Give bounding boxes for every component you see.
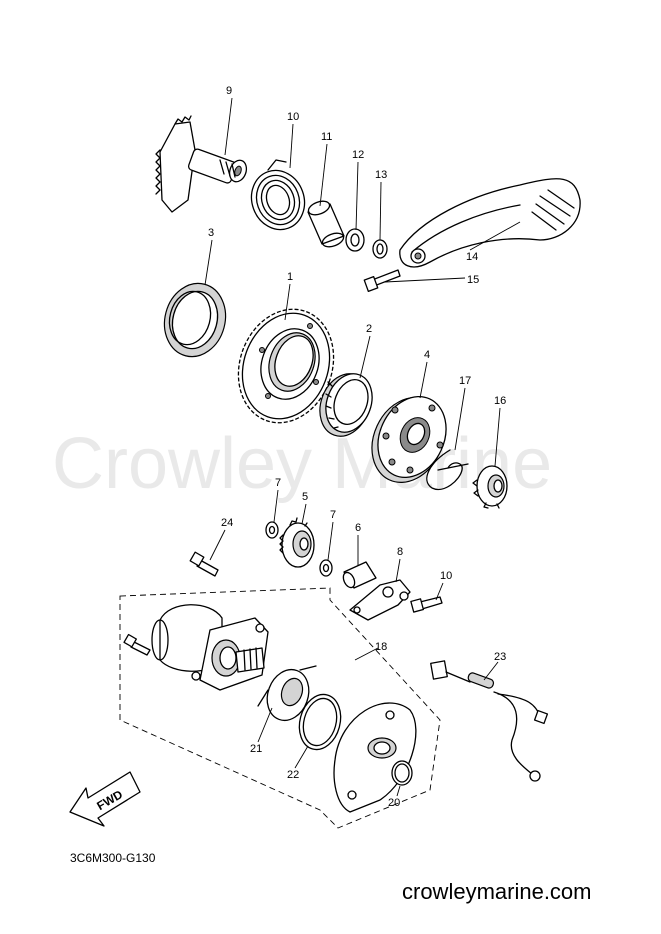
part-9-bolt — [410, 596, 443, 613]
part-19-assembly-boundary — [119, 587, 441, 829]
part-22-o-ring — [298, 693, 342, 751]
part-7-washer-left — [265, 521, 279, 539]
callout-6: 6 — [355, 522, 361, 534]
callout-7a: 7 — [275, 477, 281, 489]
callout-15: 14 — [466, 251, 478, 263]
callout-labels: 9 10 11 12 13 14 15 3 1 2 4 17 16 7 5 7 … — [208, 85, 506, 809]
part-11-kick-spring — [250, 159, 306, 231]
part-24-bolt — [189, 551, 219, 577]
callout-7b: 7 — [330, 509, 336, 521]
part-12-bushing — [307, 200, 345, 248]
part-23-wire-lead — [430, 660, 549, 782]
part-10-kick-shaft — [155, 115, 248, 213]
callout-21: 21 — [250, 743, 262, 755]
watermark: Crowley Marine — [52, 424, 552, 504]
part-7-washer-right — [319, 559, 333, 577]
callout-12: 11 — [321, 131, 332, 143]
part-8-plate — [349, 579, 411, 621]
callout-2: 2 — [366, 323, 372, 335]
callout-24: 24 — [221, 517, 233, 529]
callout-14: 13 — [375, 169, 387, 181]
callout-5: 5 — [302, 491, 308, 503]
part-20-o-ring — [391, 760, 413, 786]
part-16-bolt — [363, 269, 401, 292]
callout-3: 3 — [208, 227, 214, 239]
callout-23: 23 — [494, 651, 506, 663]
callout-16: 15 — [467, 274, 479, 286]
callout-10: 9 — [226, 85, 232, 97]
part-17-starter-gear — [472, 465, 508, 509]
callout-9: 10 — [440, 570, 452, 582]
callout-19: 18 — [375, 641, 387, 653]
part-18-clip — [426, 449, 469, 491]
callout-18: 17 — [459, 375, 471, 387]
callout-4: 4 — [424, 349, 430, 361]
part-4-starter-clutch — [371, 395, 447, 483]
part-13-washer — [345, 228, 365, 252]
part-21-brush-holder — [257, 665, 317, 722]
part-6-idler-shaft — [342, 561, 377, 589]
part-15-kick-crank — [399, 178, 581, 268]
callout-1: 1 — [287, 271, 293, 283]
callout-17: 16 — [494, 395, 506, 407]
callout-8: 8 — [397, 546, 403, 558]
part-1-ring-gear — [237, 308, 335, 424]
callout-22: 22 — [287, 769, 299, 781]
callout-20: 20 — [388, 797, 400, 809]
callout-13: 12 — [352, 149, 364, 161]
leader-lines — [204, 97, 521, 797]
starter-end-cover — [333, 702, 417, 813]
fwd-arrow-icon: FWD — [69, 771, 141, 827]
part-14-circlip — [372, 239, 388, 259]
site-url: crowleymarine.com — [402, 879, 592, 904]
part-3-oil-seal — [163, 282, 227, 358]
part-5-idler-gear — [279, 517, 315, 568]
part-2-one-way-clutch — [319, 373, 373, 437]
diagram-code: 3C6M300-G130 — [70, 851, 156, 865]
starter-motor — [151, 604, 269, 691]
callout-11: 10 — [287, 111, 299, 123]
motor-bolt — [123, 633, 151, 656]
